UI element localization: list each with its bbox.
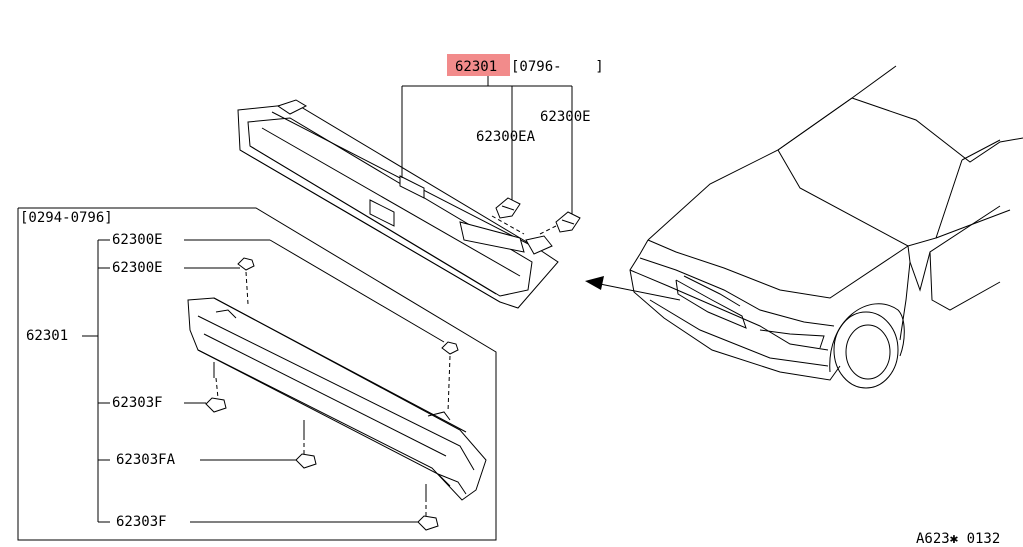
part-62301-highlight — [447, 54, 510, 76]
label-inset-date-range: [0294-0796] — [20, 210, 113, 226]
label-62301-inset[interactable]: 62301 — [26, 328, 68, 344]
label-62300e-inset-1[interactable]: 62300E — [112, 232, 163, 248]
diagram-code: A623✱ 0132 — [916, 531, 1000, 547]
inset-pin-62303fa — [295, 420, 317, 469]
location-arrow — [585, 276, 681, 301]
label-62300ea-upper[interactable]: 62300EA — [476, 129, 536, 145]
inset-frame — [17, 207, 497, 541]
inset-pin-62303f-2 — [417, 484, 439, 531]
label-62303f-inset-1[interactable]: 62303F — [112, 395, 163, 411]
label-62300e-inset-2[interactable]: 62300E — [112, 260, 163, 276]
upper-leader-lines — [401, 76, 573, 214]
label-62303f-inset-2[interactable]: 62303F — [116, 514, 167, 530]
inset-clip-62300e-2 — [237, 257, 255, 305]
label-62300e-upper[interactable]: 62300E — [540, 109, 591, 125]
label-62303fa-inset[interactable]: 62303FA — [116, 452, 176, 468]
clip-62300e-drawing — [555, 211, 581, 233]
label-62301-date: [0796- ] — [511, 59, 604, 75]
inset-grille-drawing — [187, 297, 487, 501]
label-62301-upper[interactable]: 62301 — [455, 59, 497, 75]
inset-clip-62300e-1 — [441, 341, 459, 413]
inset-pin-62303f-1 — [205, 362, 227, 413]
inset-leader-lines — [82, 239, 445, 523]
car-front-drawing — [629, 65, 1023, 389]
upper-grille-drawing — [237, 99, 559, 309]
clip-62300ea-drawing — [495, 197, 521, 219]
